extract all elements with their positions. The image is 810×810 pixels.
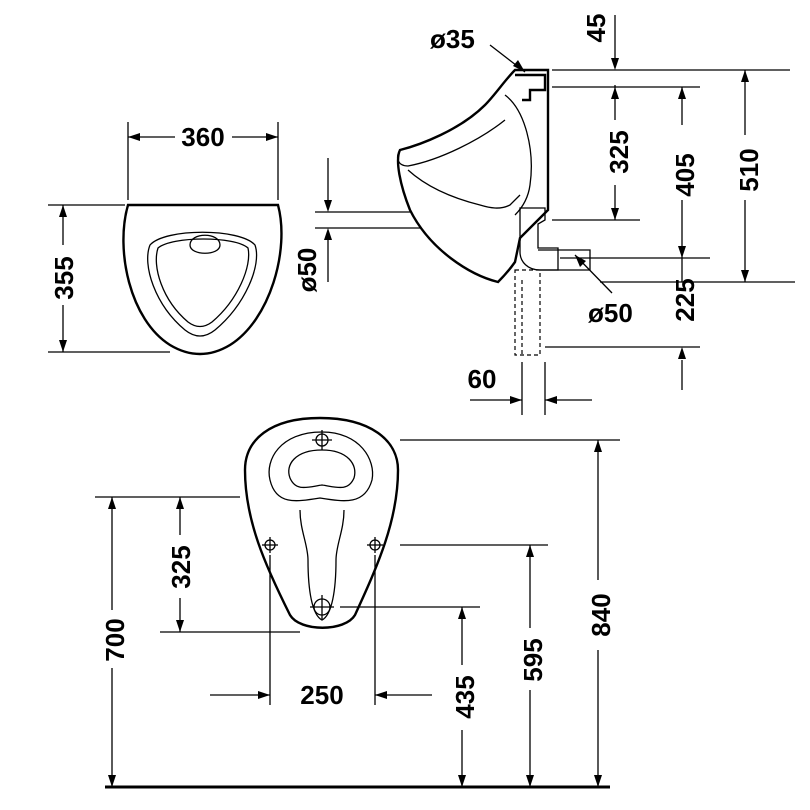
dim-top-depth: 355 xyxy=(49,256,79,299)
dim-floor-to-top: 840 xyxy=(586,593,616,636)
side-view: ø35 45 325 405 510 xyxy=(292,14,795,415)
dim-inlet-to-fixing: 325 xyxy=(166,545,196,588)
side-view-rim xyxy=(397,119,506,167)
front-view-outline xyxy=(243,416,400,629)
dim-top-to-outlet: 405 xyxy=(670,153,700,196)
dim-bowl-opening-diameter: ø50 xyxy=(292,248,322,293)
dim-floor-to-fixing: 700 xyxy=(100,618,130,661)
dim-top-width: 360 xyxy=(181,122,224,152)
front-view-bowl xyxy=(268,431,374,502)
side-view-trap xyxy=(519,207,559,271)
side-view-down-pipe xyxy=(514,269,541,356)
dim-floor-to-rim-holes: 595 xyxy=(518,638,548,681)
dim-waste-diameter: ø50 xyxy=(588,298,633,328)
dim-waste-offset: 60 xyxy=(468,364,497,394)
top-view-outline xyxy=(122,203,283,356)
dim-fixing-spacing: 250 xyxy=(300,680,343,710)
side-view-body xyxy=(396,68,550,284)
side-view-waste-pipe xyxy=(538,249,591,271)
dim-waste-drop: 225 xyxy=(670,278,700,321)
dim-inlet-diameter: ø35 xyxy=(430,24,475,54)
front-view-bowl-inner xyxy=(288,449,356,489)
front-view: 325 700 250 435 595 840 xyxy=(95,416,620,789)
side-view-inner xyxy=(407,169,521,209)
dim-inlet-to-outlet: 325 xyxy=(604,130,634,173)
dim-overall-height: 510 xyxy=(734,148,764,191)
top-view: 360 355 xyxy=(48,122,283,356)
dim-floor-to-waste: 435 xyxy=(450,675,480,718)
side-view-spreader xyxy=(515,73,547,102)
front-view-channel xyxy=(299,509,345,621)
top-view-bowl xyxy=(147,231,258,337)
top-view-bowl-inner xyxy=(155,238,250,328)
dim-inlet-offset: 45 xyxy=(581,14,611,43)
top-view-inlet xyxy=(189,234,221,254)
